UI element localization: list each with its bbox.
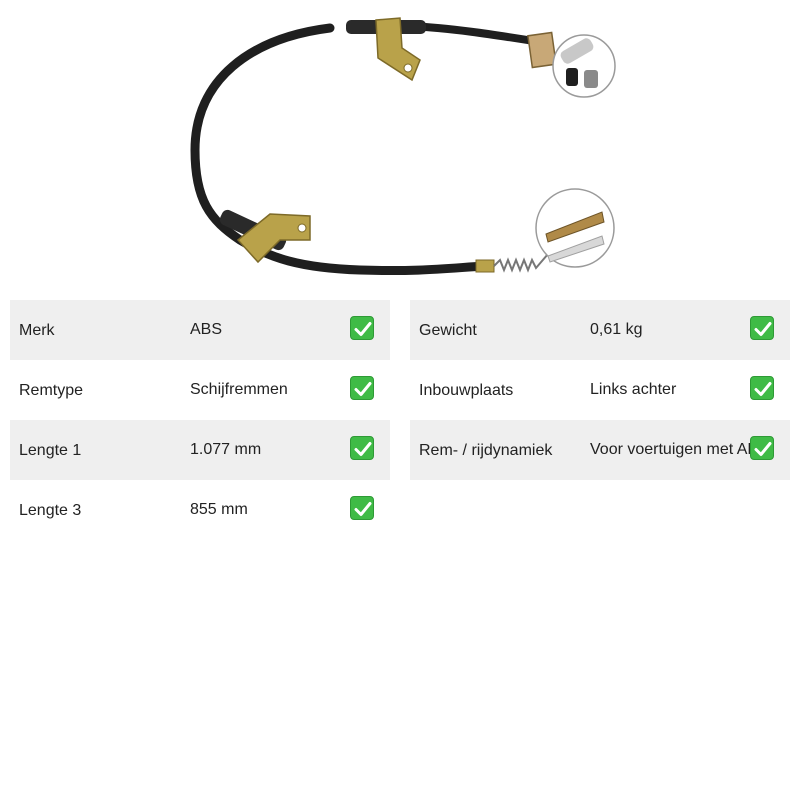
check-mark-icon: [750, 436, 774, 460]
spec-value: Schijfremmen: [190, 381, 288, 398]
spec-table-right: Gewicht 0,61 kg Inbouwplaats Links achte…: [410, 300, 790, 480]
spec-row-gewicht: Gewicht 0,61 kg: [410, 300, 790, 360]
spec-label: Lengte 1: [19, 442, 82, 459]
spec-row-lengte-1: Lengte 1 1.077 mm: [10, 420, 390, 480]
detail-view-lower: [535, 188, 615, 268]
spec-value: Voor voertuigen met ABS: [590, 441, 769, 458]
cable-sheath-upper: [406, 22, 544, 46]
spec-value: Links achter: [590, 381, 677, 398]
spec-label: Gewicht: [419, 322, 477, 339]
spec-label: Rem- / rijdynamiek: [419, 442, 553, 459]
check-mark-icon: [750, 316, 774, 340]
spec-label: Lengte 3: [19, 502, 82, 519]
spec-label: Remtype: [19, 382, 84, 399]
check-mark-icon: [350, 316, 374, 340]
check-mark-icon: [350, 436, 374, 460]
check-mark-icon: [350, 376, 374, 400]
end-fitting-lower: [475, 259, 495, 273]
spec-row-merk: Merk ABS: [10, 300, 390, 360]
spec-table-left: Merk ABS Remtype Schijfremmen Lengte 1 1…: [10, 300, 390, 540]
end-fitting-upper: [527, 31, 557, 69]
product-image: [190, 17, 616, 276]
spec-label: Inbouwplaats: [419, 382, 514, 399]
spec-row-inbouwplaats: Inbouwplaats Links achter: [410, 360, 790, 420]
spec-row-lengte-3: Lengte 3 855 mm: [10, 480, 390, 540]
spec-value: 0,61 kg: [590, 321, 643, 338]
cable-spring: [493, 253, 549, 273]
cable-sheath: [190, 23, 490, 276]
spec-row-remtype: Remtype Schijfremmen: [10, 360, 390, 420]
bracket-lower: [236, 213, 311, 264]
check-mark-icon: [350, 496, 374, 520]
spec-value: 855 mm: [190, 501, 248, 518]
spec-value: 1.077 mm: [190, 441, 262, 458]
spec-label: Merk: [19, 322, 55, 339]
spec-row-rem-rijdynamiek: Rem- / rijdynamiek Voor voertuigen met A…: [410, 420, 790, 480]
detail-view-upper: [552, 34, 616, 98]
spec-value: ABS: [190, 321, 223, 338]
check-mark-icon: [750, 376, 774, 400]
